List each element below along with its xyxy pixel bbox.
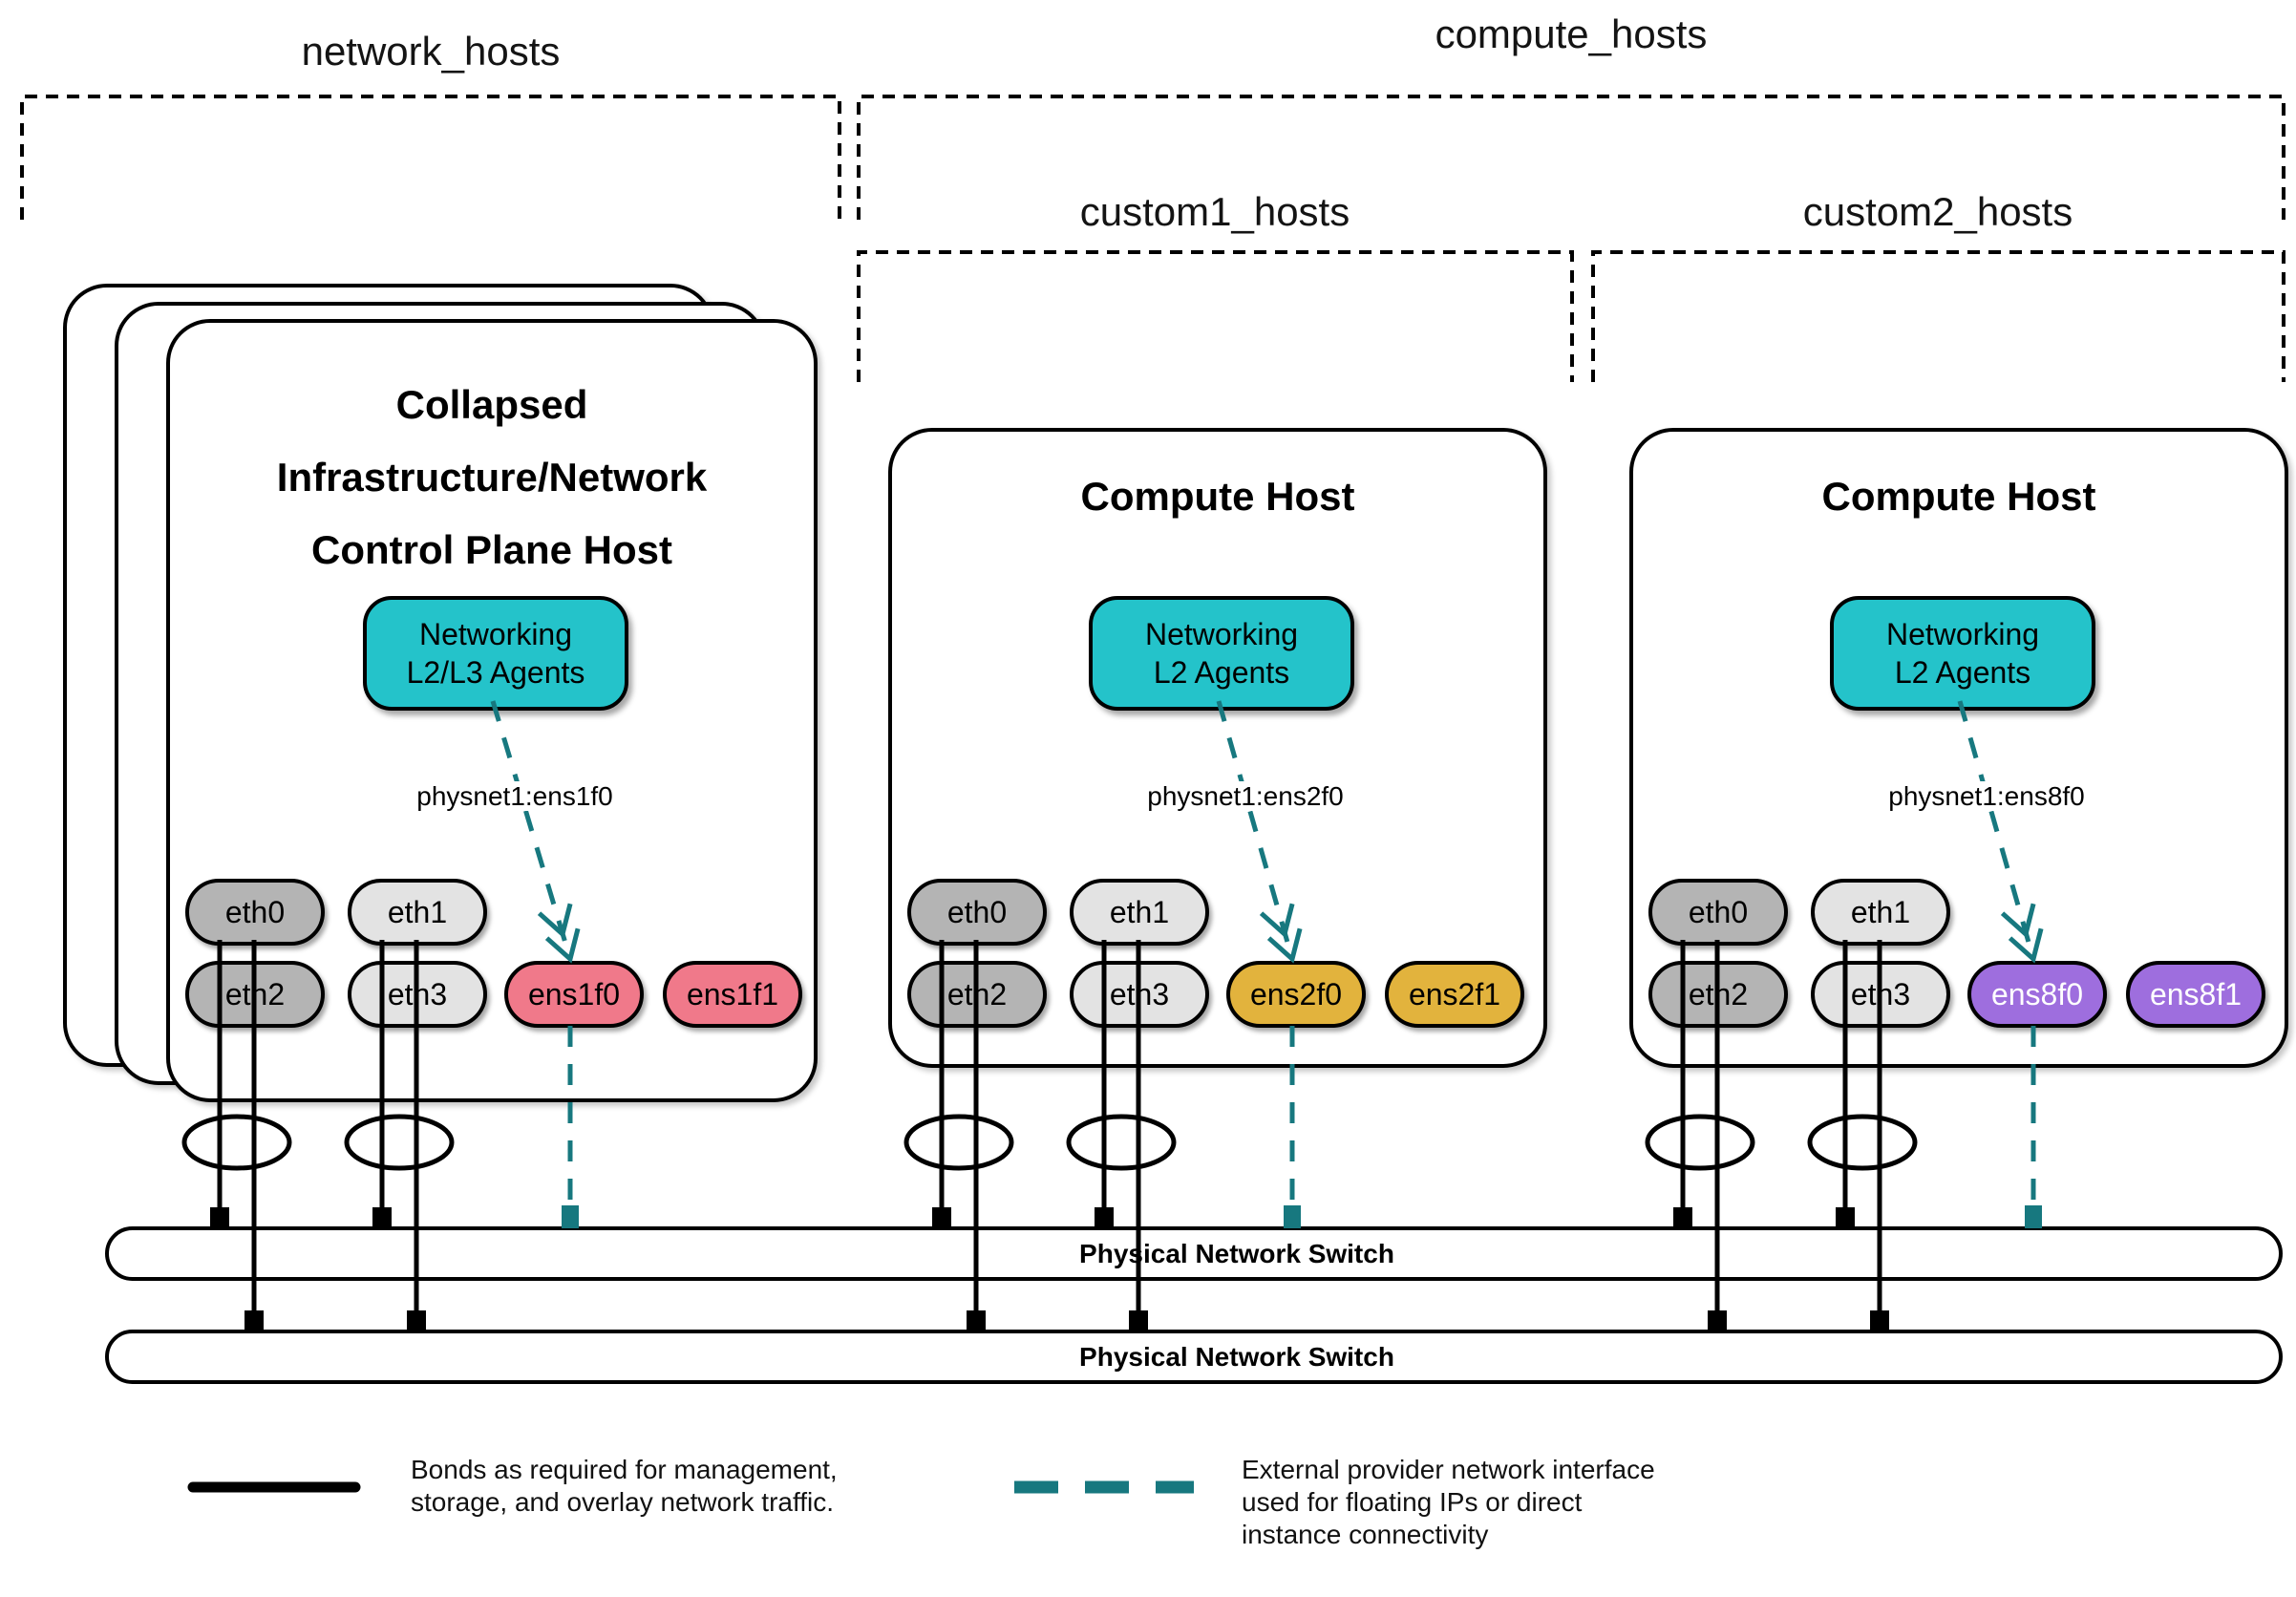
- nic-pill-eth3: eth3: [1070, 961, 1209, 1028]
- physnet-label-text: physnet1:ens1f0: [411, 781, 619, 811]
- switch-label: Physical Network Switch: [1079, 1341, 1394, 1372]
- nic-pill-eth3: eth3: [348, 961, 487, 1028]
- nic-pill-ens2f0: ens2f0: [1226, 961, 1366, 1028]
- group-label-custom2-hosts: custom2_hosts: [1802, 189, 2073, 234]
- group-label-compute-hosts: compute_hosts: [1435, 11, 1708, 56]
- group-label-network-hosts: network_hosts: [301, 29, 561, 74]
- bond-ellipse: [1066, 1114, 1177, 1171]
- physnet-label: physnet1:ens2f0: [1102, 779, 1389, 814]
- host1-title: Collapsed Infrastructure/Network Control…: [276, 382, 708, 572]
- nic-pill-ens8f0: ens8f0: [1967, 961, 2107, 1028]
- host1-card: Collapsed Infrastructure/Network Control…: [166, 319, 818, 1102]
- switch-label: Physical Network Switch: [1079, 1238, 1394, 1268]
- switch-bar-1: Physical Network Switch: [105, 1226, 2283, 1281]
- nic-pill-eth1: eth1: [1811, 879, 1950, 946]
- host3-card: Compute Host Networking L2 Agents physne…: [1629, 428, 2288, 1068]
- nic-pill-eth1: eth1: [1070, 879, 1209, 946]
- bond-ellipse: [904, 1114, 1014, 1171]
- nic-pill-ens1f0: ens1f0: [504, 961, 644, 1028]
- group-label-custom1-hosts: custom1_hosts: [1079, 189, 1350, 234]
- physnet-label-text: physnet1:ens8f0: [1882, 781, 2091, 811]
- host2-card: Compute Host Networking L2 Agents physne…: [888, 428, 1547, 1068]
- bond-ellipse: [1645, 1114, 1755, 1171]
- nic-pill-eth2: eth2: [185, 961, 325, 1028]
- host3-title: Compute Host: [1821, 474, 2096, 519]
- networking-agents-box: Networking L2 Agents: [1089, 596, 1354, 711]
- host2-title: Compute Host: [1080, 474, 1355, 519]
- bracket-network-hosts: [20, 95, 841, 220]
- bracket-custom2-hosts: [1591, 250, 2285, 382]
- nic-pill-ens2f1: ens2f1: [1385, 961, 1524, 1028]
- bond-ellipse: [344, 1114, 455, 1171]
- physnet-label-text: physnet1:ens2f0: [1141, 781, 1350, 811]
- nic-pill-ens1f1: ens1f1: [663, 961, 802, 1028]
- nic-pill-eth3: eth3: [1811, 961, 1950, 1028]
- nic-pill-eth0: eth0: [185, 879, 325, 946]
- networking-agents-box: Networking L2/L3 Agents: [363, 596, 628, 711]
- legend-text-bonds: Bonds as required for management, storag…: [411, 1455, 838, 1517]
- nic-pill-eth2: eth2: [907, 961, 1047, 1028]
- legend-text-provider: External provider network interface used…: [1242, 1455, 1655, 1549]
- bond-ellipse: [1807, 1114, 1918, 1171]
- switch-bar-2: Physical Network Switch: [105, 1330, 2283, 1384]
- physnet-label: physnet1:ens8f0: [1843, 779, 2130, 814]
- physnet-label: physnet1:ens1f0: [372, 779, 658, 814]
- bond-ellipse: [181, 1114, 292, 1171]
- nic-pill-ens8f1: ens8f1: [2126, 961, 2265, 1028]
- bracket-custom1-hosts: [857, 250, 1574, 382]
- nic-pill-eth2: eth2: [1648, 961, 1788, 1028]
- nic-pill-eth0: eth0: [1648, 879, 1788, 946]
- nic-pill-eth0: eth0: [907, 879, 1047, 946]
- networking-agents-box: Networking L2 Agents: [1830, 596, 2095, 711]
- nic-pill-eth1: eth1: [348, 879, 487, 946]
